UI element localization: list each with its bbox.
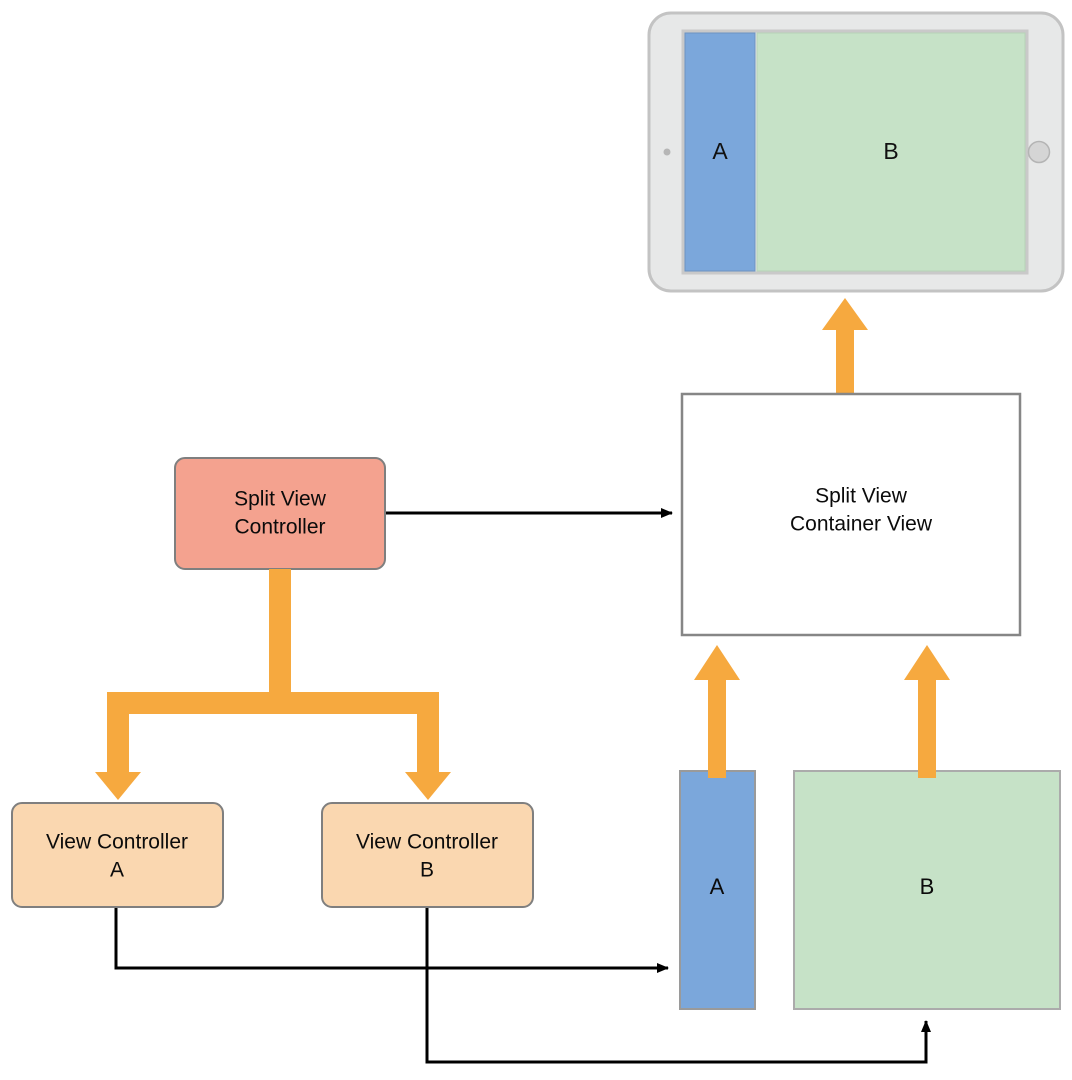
view-a-label: A	[710, 874, 725, 899]
orange-arrowhead-vcb	[405, 772, 451, 800]
view-b-label: B	[920, 874, 935, 899]
connector-vcb-to-view-b	[425, 908, 931, 1064]
view-controller-a-rect[interactable]	[11, 802, 224, 908]
black-arrow-vca-to-view-a	[114, 908, 669, 973]
split-view-controller-line2: Controller	[234, 516, 325, 539]
connector-svc-to-children	[95, 569, 451, 800]
orange-drop-left	[107, 692, 129, 772]
view-controller-b-line1: View Controller	[356, 831, 498, 854]
tablet-pane-a	[684, 32, 756, 272]
orange-arrow-view-a-up	[694, 645, 740, 778]
split-view-container-view-box[interactable]: Split View Container View	[680, 392, 1022, 637]
view-controller-a-line2: A	[110, 859, 124, 882]
tablet-preview: A B	[647, 11, 1065, 293]
connector-view-a-to-container	[694, 645, 740, 778]
tablet-pane-a-label: A	[712, 138, 728, 164]
view-controller-b-line2: B	[420, 859, 434, 882]
connector-vca-to-view-a	[114, 908, 669, 973]
front-camera-dot-icon	[663, 148, 671, 156]
connector-container-to-device	[822, 298, 868, 394]
split-view-container-view-rect[interactable]	[680, 392, 1022, 637]
orange-arrow-view-b-up	[904, 645, 950, 778]
split-view-controller-rect[interactable]	[174, 457, 386, 570]
view-controller-b-box[interactable]: View Controller B	[321, 802, 534, 908]
home-button-icon[interactable]	[1027, 140, 1051, 164]
split-view-controller-box[interactable]: Split View Controller	[174, 457, 386, 570]
orange-trunk	[269, 569, 291, 703]
split-view-controller-line1: Split View	[234, 488, 327, 511]
view-controller-b-rect[interactable]	[321, 802, 534, 908]
view-controller-a-box[interactable]: View Controller A	[11, 802, 224, 908]
orange-bus	[107, 692, 439, 714]
orange-arrow-up-to-device	[822, 298, 868, 394]
view-b-box[interactable]: B	[793, 770, 1061, 1010]
tablet-pane-b-label: B	[883, 138, 898, 164]
tablet-pane-b	[756, 32, 1026, 272]
view-a-box[interactable]: A	[679, 770, 756, 1010]
split-view-container-view-line2: Container View	[790, 513, 933, 536]
orange-drop-right	[417, 692, 439, 772]
black-arrow-vcb-to-view-b	[425, 908, 931, 1064]
view-b-rect[interactable]	[793, 770, 1061, 1010]
split-view-container-view-line1: Split View	[815, 485, 908, 508]
view-a-rect[interactable]	[679, 770, 756, 1010]
connector-view-b-to-container	[904, 645, 950, 778]
view-controller-a-line1: View Controller	[46, 831, 188, 854]
orange-arrowhead-vca	[95, 772, 141, 800]
